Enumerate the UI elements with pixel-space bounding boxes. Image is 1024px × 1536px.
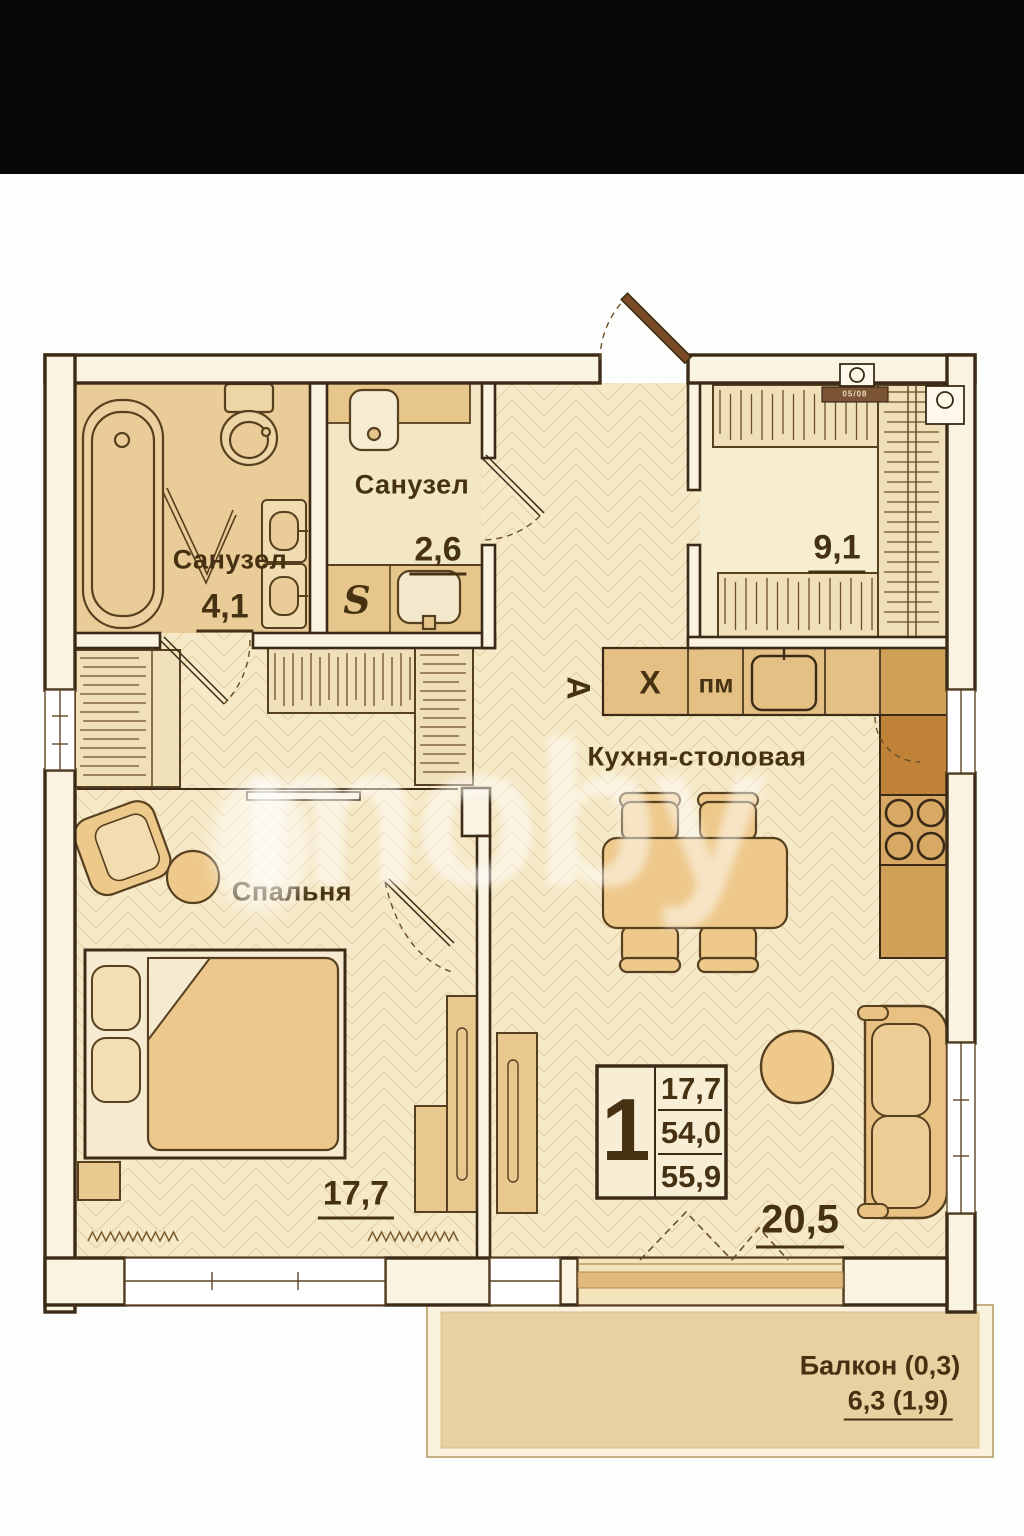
window-right-lower [946,1042,976,1214]
window-right-upper [946,689,976,774]
fridge-mark: Х [639,664,661,701]
entry-door [599,292,693,365]
nightstand-icon [77,1161,121,1201]
kitchen-counter [601,646,949,717]
bathroom-small-label: Санузел [354,469,470,500]
dressers [414,995,538,1214]
wardrobe-rack-right [877,384,948,638]
balcony [426,1304,994,1458]
outer-walls [43,353,977,1314]
stove-icon [879,794,948,866]
kitchen-area: 20,5 [756,1198,844,1249]
sliding-door [246,791,361,801]
closet-right [414,647,474,786]
window-left [44,689,76,771]
legend-rooms-count: 1 [601,1080,651,1179]
window-bedroom [124,1257,386,1306]
bathroom-small-area: 2,6 [409,531,467,576]
bathroom-main-door [159,636,251,705]
dressing-door-arc [874,716,921,763]
axis-letter: А [560,676,597,700]
legend-living-area: 17,7 [660,1071,722,1106]
wardrobe-rack-bottom [717,572,879,638]
balcony-label: Балкон (0,3) [799,1350,961,1381]
basin-icon [396,569,462,631]
bathroom-small-door [481,454,545,541]
washer-dryer-stack-icon [261,499,308,629]
bathroom-main-label: Санузел [172,544,288,575]
closet-left [74,649,181,788]
bedroom-door [384,878,455,973]
washer-symbol: S [343,577,371,623]
legend-box [595,1064,728,1200]
legend-apartment-area: 54,0 [660,1115,722,1150]
panel-box [821,386,889,403]
sink-icon [348,388,400,452]
toilet-icon [219,382,279,467]
bathtub-icon [81,398,165,630]
dressing-area: 9,1 [808,529,866,574]
bathroom-main-area: 4,1 [196,588,254,633]
bedroom-area: 17,7 [317,1175,395,1220]
panel-label: 05/08 [842,389,868,399]
bathroom-small-fixtures [326,382,491,634]
pouf-icon [165,849,221,905]
kitchen-sink-icon [750,648,818,712]
top-black-bar [0,0,1024,174]
legend-total-area: 55,9 [660,1159,722,1194]
armchair-icon [73,800,172,897]
dining-table-icon [601,836,789,930]
balcony-area: 6,3 (1,9) [843,1386,953,1421]
closet-top [267,647,419,714]
balcony-door [577,1210,844,1306]
windows [44,689,976,1306]
wall-fixtures [821,363,965,425]
shower-screen [162,487,237,585]
radiator-icon [87,1230,459,1243]
folding-door-mark [639,1210,789,1261]
window-living-small [489,1257,561,1306]
bed-icon [83,948,347,1160]
bedroom-label: Спальня [231,876,353,907]
kitchen-label: Кухня-столовая [587,741,807,772]
dining-set [601,791,789,974]
sofa-icon [857,1004,949,1220]
coffee-table-icon [759,1029,835,1105]
dishwasher-mark: пм [698,668,734,699]
